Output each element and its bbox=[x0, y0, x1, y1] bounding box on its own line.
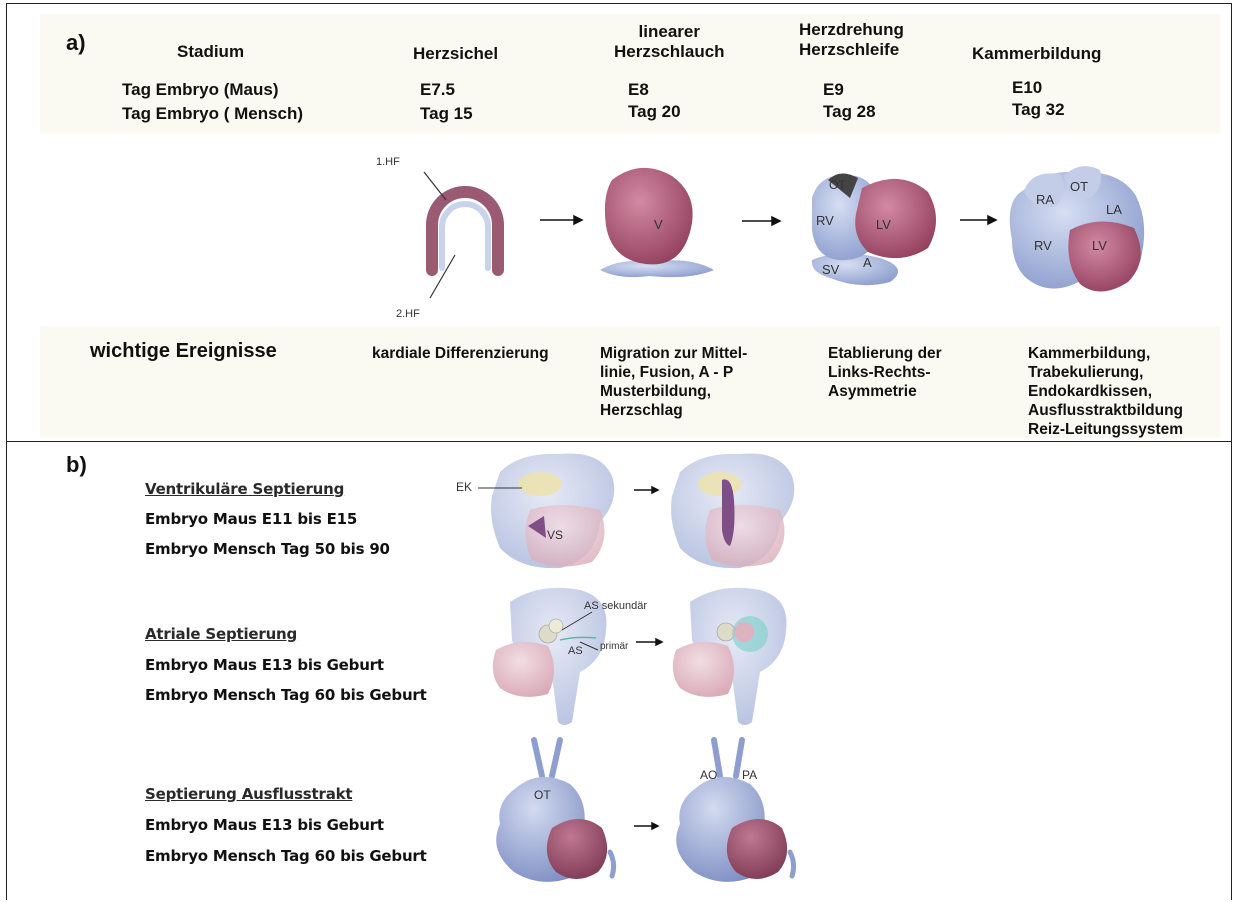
label-lv-chamber: LV bbox=[1092, 238, 1107, 253]
ventricular-septation-before bbox=[478, 453, 614, 568]
label-as: AS bbox=[568, 645, 583, 657]
label-a: A bbox=[863, 255, 872, 270]
label-1hf: 1.HF bbox=[376, 156, 400, 168]
label-la: LA bbox=[1106, 202, 1122, 217]
label-rv-chamber: RV bbox=[1034, 238, 1052, 253]
events-label: wichtige Ereignisse bbox=[90, 340, 277, 363]
arrow-atrial bbox=[636, 639, 662, 645]
event-2: Migration zur Mittel- linie, Fusion, A -… bbox=[600, 344, 747, 420]
label-sv: SV bbox=[822, 262, 839, 277]
label-vs: VS bbox=[547, 528, 563, 542]
cardiac-crescent-diagram bbox=[424, 172, 498, 298]
label-ot-loop: OT bbox=[829, 178, 846, 192]
label-pa: PA bbox=[742, 768, 757, 782]
label-ot-outflow: OT bbox=[534, 788, 551, 802]
label-rv-loop: RV bbox=[816, 213, 834, 228]
outflow-septation-before bbox=[496, 740, 613, 882]
heart-stage-diagrams bbox=[0, 0, 1238, 330]
atrial-septation-after bbox=[673, 588, 787, 725]
arrow-ventricular bbox=[634, 487, 658, 493]
outflow-septation-after bbox=[676, 740, 793, 882]
event-4: Kammerbildung, Trabekulierung, Endokardk… bbox=[1028, 344, 1183, 439]
label-ot-chamber: OT bbox=[1070, 179, 1088, 194]
label-ra: RA bbox=[1036, 192, 1054, 207]
septation-diagrams bbox=[0, 440, 1238, 900]
label-lv-loop: LV bbox=[876, 217, 891, 232]
event-3: Etablierung der Links-Rechts- Asymmetrie bbox=[828, 344, 942, 401]
label-primar: primär bbox=[600, 641, 628, 652]
label-2hf: 2.HF bbox=[396, 308, 420, 320]
event-1: kardiale Differenzierung bbox=[372, 344, 549, 363]
ventricular-septation-after bbox=[671, 453, 794, 568]
label-as-sekundar: AS sekundär bbox=[584, 600, 647, 612]
label-ao: AO bbox=[700, 768, 717, 782]
arrow-outflow bbox=[634, 823, 658, 829]
label-ek: EK bbox=[456, 480, 472, 494]
label-v: V bbox=[654, 217, 663, 232]
